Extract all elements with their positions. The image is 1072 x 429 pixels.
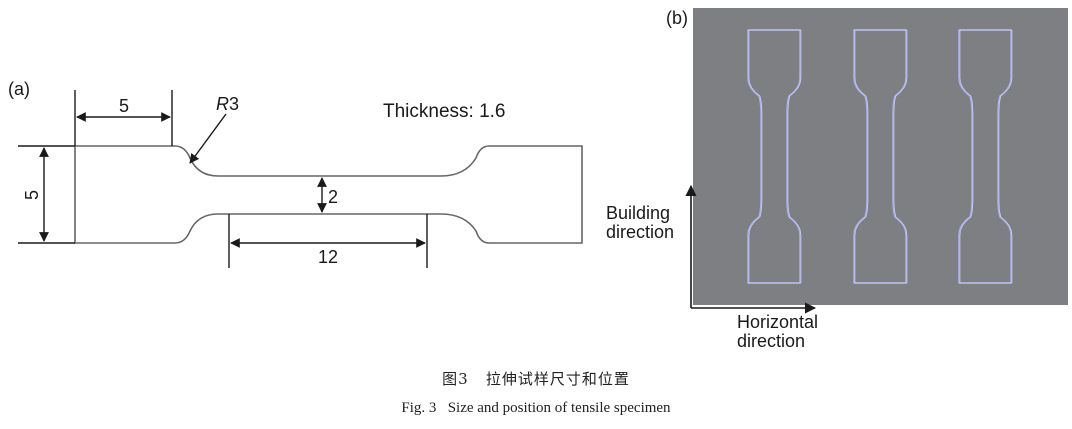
grip-width-value: 5 (22, 190, 42, 200)
horizontal-direction-label-line2: direction (737, 331, 805, 351)
build-plate-image (693, 8, 1068, 305)
caption-chinese: 图3 拉伸试样尺寸和位置 (0, 368, 1072, 389)
specimen-highlight (748, 29, 802, 284)
caption-en-text: Size and position of tensile specimen (447, 400, 671, 416)
caption-cn-text: 拉伸试样尺寸和位置 (485, 370, 630, 388)
specimen-highlight (959, 29, 1013, 284)
radius-label: R3 (216, 94, 239, 114)
panel-b: (b) Building direction Horizontal direct… (606, 8, 1068, 351)
panel-b-label: (b) (666, 8, 688, 28)
horizontal-direction-label-line1: Horizontal (737, 312, 818, 332)
thickness-label: Thickness: 1.6 (383, 101, 506, 122)
building-direction-label-line2: direction (606, 222, 674, 242)
gauge-width-value: 2 (328, 187, 338, 207)
specimen-outline-drawing (74, 145, 583, 244)
building-direction-label-line1: Building (606, 203, 670, 223)
specimen-highlight (854, 29, 908, 284)
specimen-group (747, 29, 1013, 284)
radius-leader-arrow (189, 113, 227, 164)
caption-en-prefix: Fig. 3 (401, 400, 437, 416)
gauge-length-value: 12 (318, 247, 338, 267)
caption-cn-prefix: 图3 (442, 370, 469, 388)
grip-length-value: 5 (119, 96, 129, 116)
panel-a-label: (a) (8, 79, 30, 99)
panel-a: (a) Thickness: 1.6 5 R3 5 2 12 (8, 79, 583, 268)
caption-english: Fig. 3 Size and position of tensile spec… (0, 400, 1072, 417)
